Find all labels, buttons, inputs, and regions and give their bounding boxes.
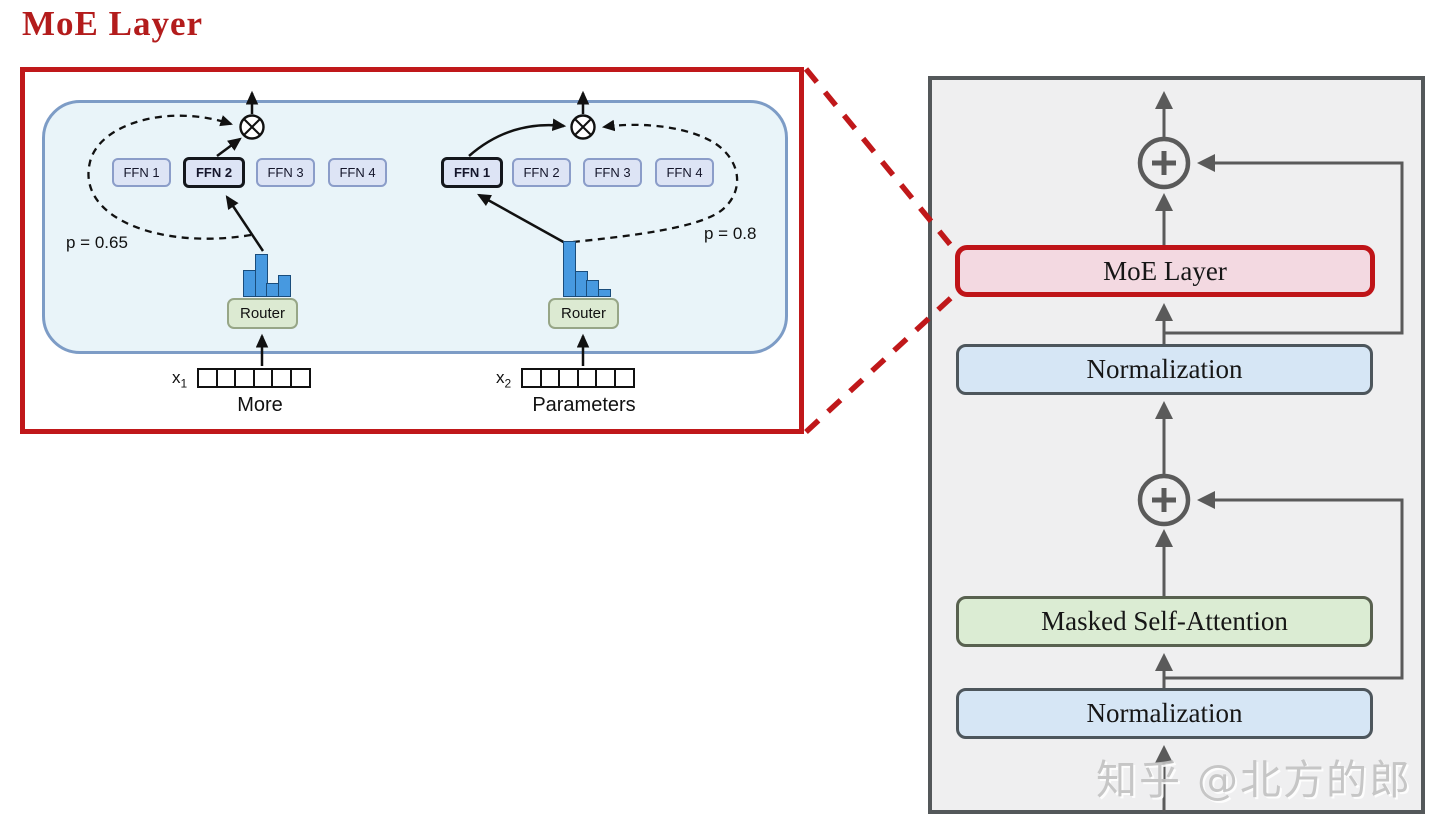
router-probability-bar (597, 289, 611, 297)
ffn-box: FFN 3 (256, 158, 315, 187)
router-distribution-chart (243, 254, 291, 297)
group-caption: More (237, 394, 283, 416)
input-token-row (521, 368, 635, 388)
moe-layer-container (42, 100, 788, 354)
masked-self-attention-block: Masked Self-Attention (956, 596, 1373, 647)
input-token-label: x1 (172, 368, 188, 391)
token-cell (289, 368, 311, 388)
probability-label: p = 0.65 (66, 233, 128, 252)
probability-label: p = 0.8 (704, 224, 757, 243)
router-probability-bar (563, 241, 576, 297)
router-probability-bar (277, 275, 291, 297)
ffn-box-selected: FFN 1 (441, 157, 503, 188)
ffn-box-selected: FFN 2 (183, 157, 245, 188)
group-caption: Parameters (532, 394, 636, 416)
ffn-box: FFN 4 (328, 158, 387, 187)
router-box: Router (227, 298, 298, 329)
moe-layer-block: MoE Layer (955, 245, 1375, 297)
router-probability-bar (254, 254, 268, 297)
token-cell (613, 368, 635, 388)
ffn-box: FFN 3 (583, 158, 642, 187)
ffn-box: FFN 1 (112, 158, 171, 187)
moe-zoom-frame (20, 67, 804, 434)
input-token-label: x2 (496, 368, 512, 391)
router-probability-bar (586, 280, 599, 297)
router-distribution-chart (563, 241, 611, 297)
ffn-box: FFN 4 (655, 158, 714, 187)
ffn-box: FFN 2 (512, 158, 571, 187)
normalization-block-lower: Normalization (956, 688, 1373, 739)
normalization-block-upper: Normalization (956, 344, 1373, 395)
watermark: 知乎 @北方的郎 (1095, 756, 1412, 804)
router-box: Router (548, 298, 619, 329)
input-token-row (197, 368, 311, 388)
figure-title: MoE Layer (22, 4, 204, 43)
